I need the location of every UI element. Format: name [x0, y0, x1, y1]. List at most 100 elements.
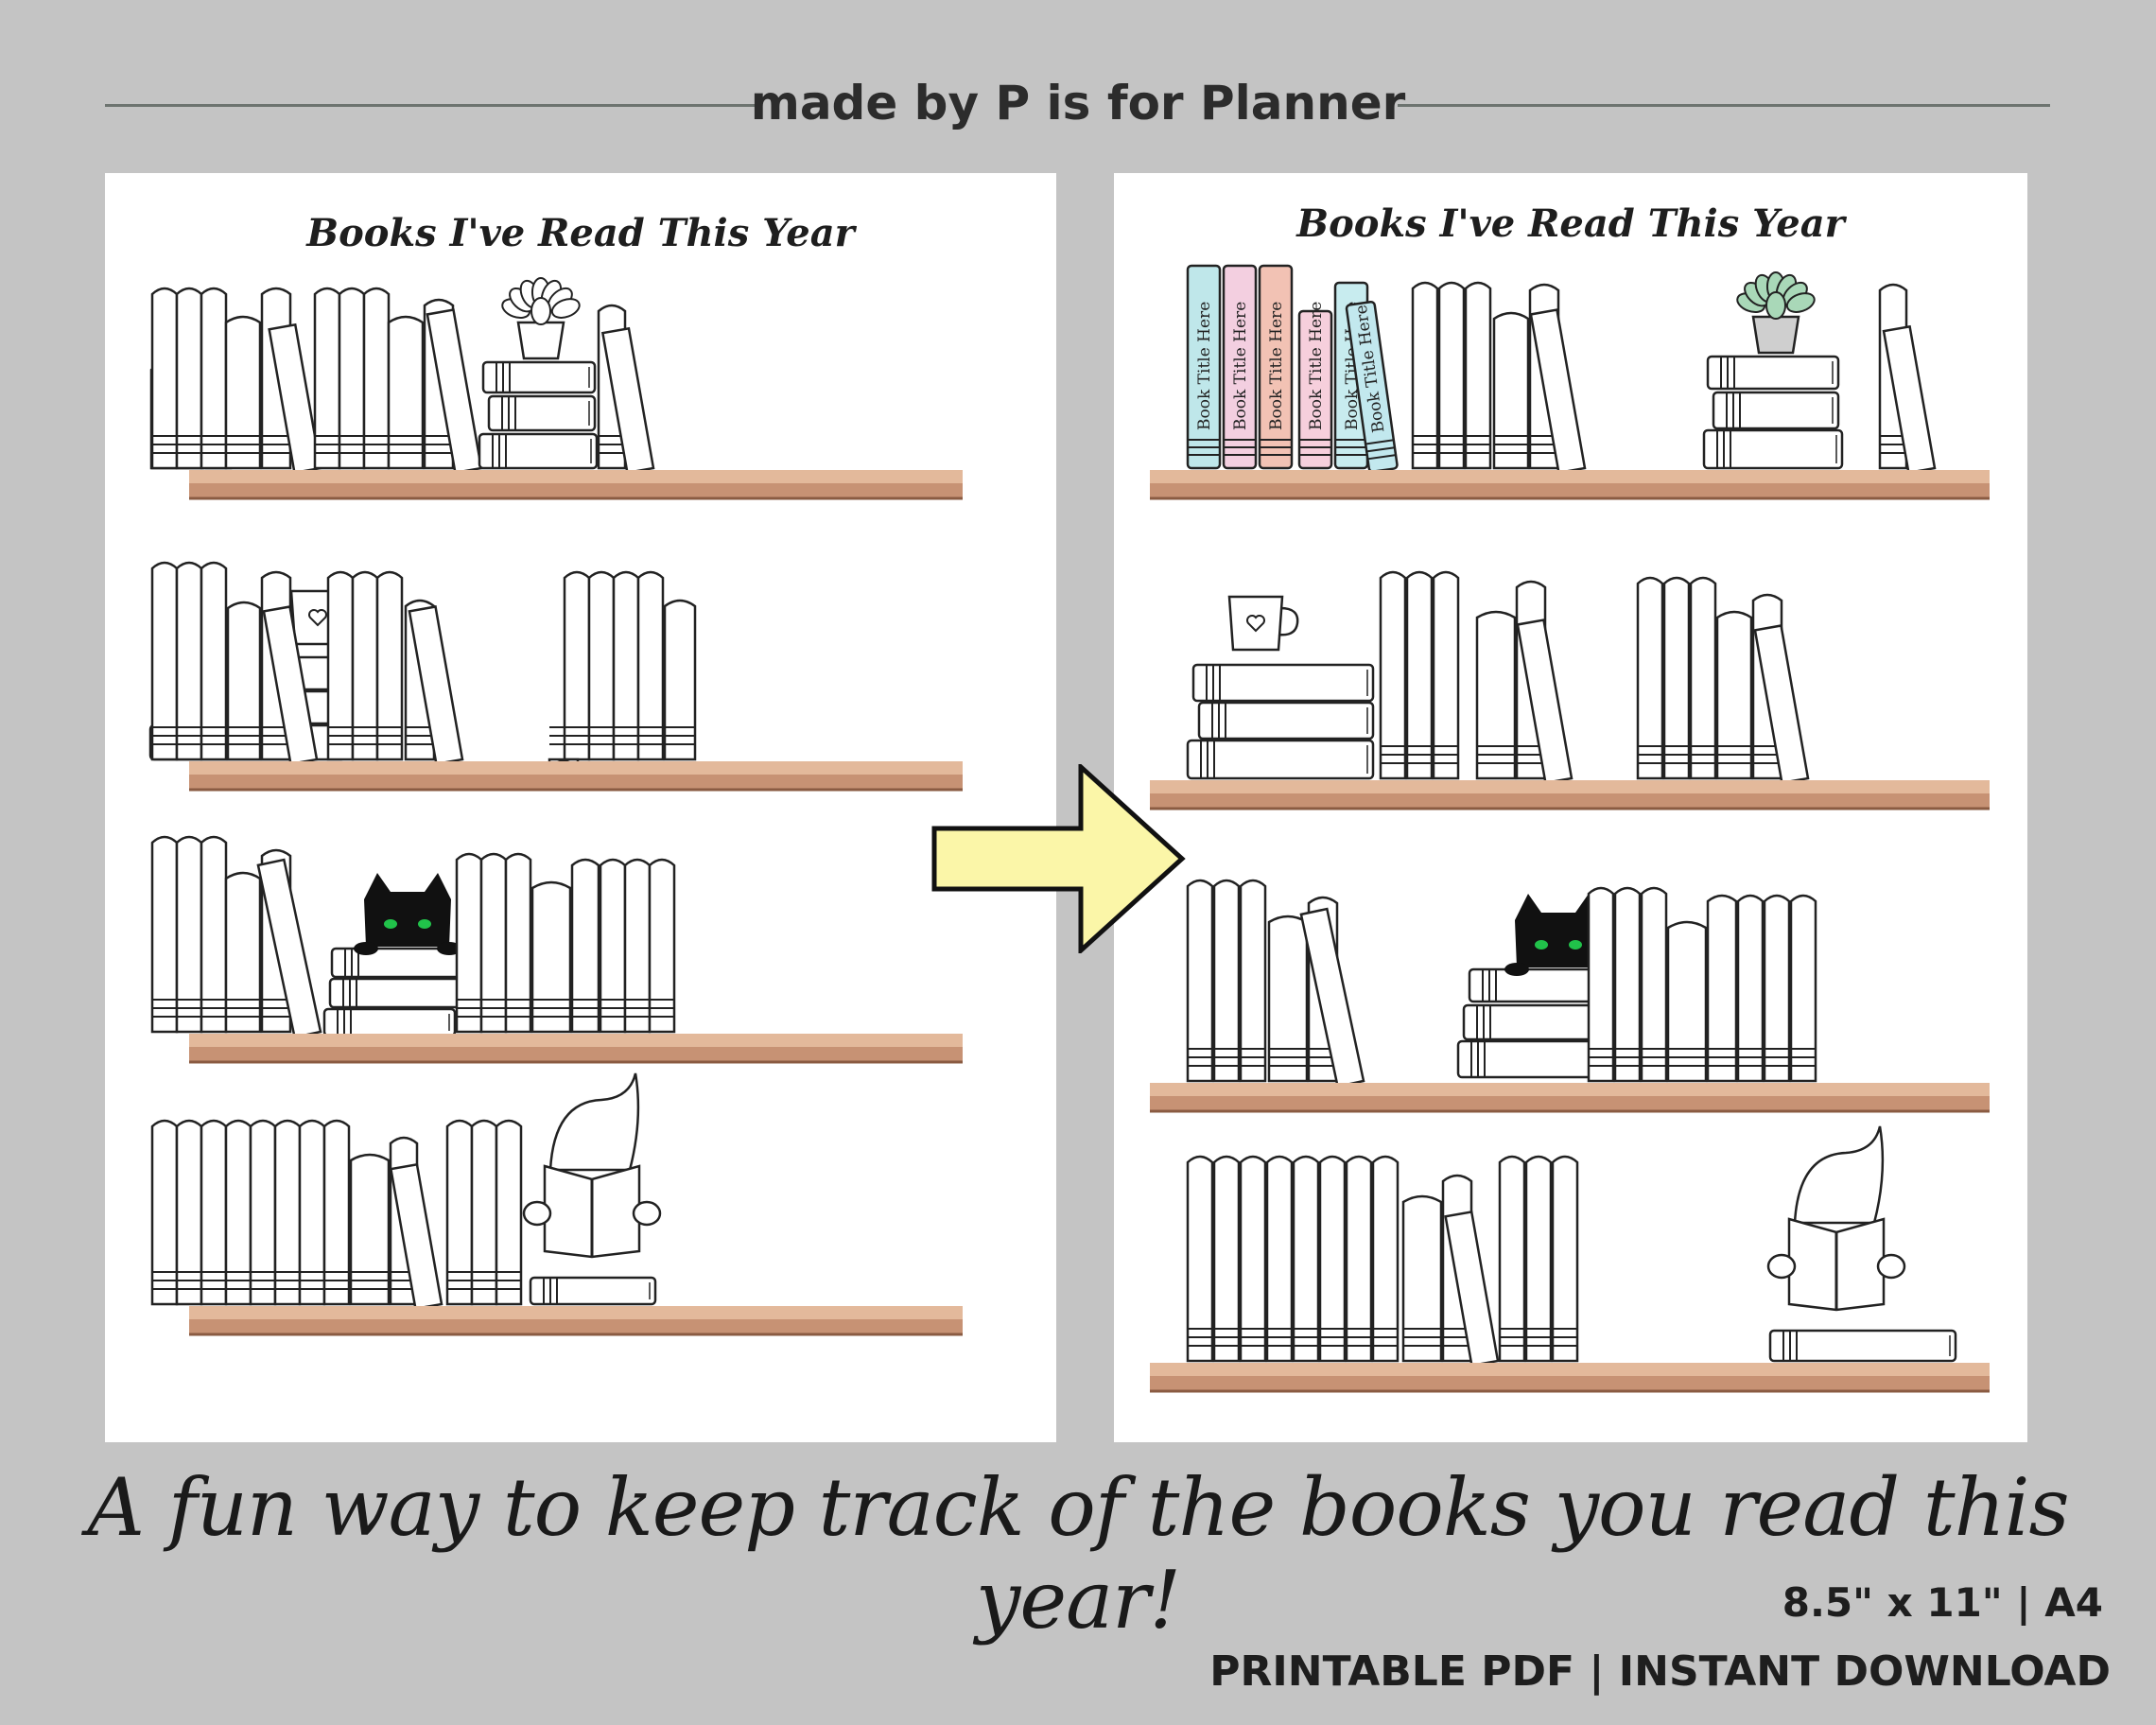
book-spine [150, 1119, 179, 1306]
book-spine [326, 570, 355, 761]
stacked-book [328, 977, 468, 1009]
wood-shelf [189, 1306, 963, 1336]
book-spine [1318, 1155, 1347, 1363]
book-spine [570, 858, 600, 1034]
wood-shelf [1150, 1083, 1990, 1113]
stacked-book [529, 1276, 657, 1306]
wood-shelf [189, 470, 963, 500]
book-spine [175, 561, 203, 761]
book-spine [249, 1119, 277, 1306]
book-spine [175, 835, 203, 1034]
book-spine [1736, 894, 1765, 1083]
book-spine [1292, 1155, 1320, 1363]
stacked-book [1191, 663, 1375, 703]
book-spine [1587, 886, 1615, 1083]
book-spine [1401, 1194, 1443, 1363]
book-spine [150, 835, 179, 1034]
stacked-book [1462, 1003, 1613, 1041]
book-spine [599, 858, 627, 1034]
book-spine [1265, 1155, 1294, 1363]
book-spine [1345, 1155, 1373, 1363]
colored-book-spine: Book Title Here [1222, 264, 1258, 470]
book-spine [1212, 1155, 1241, 1363]
book-spine [1662, 576, 1691, 780]
book-spine [1763, 894, 1791, 1083]
right-arrow-icon [931, 764, 1186, 953]
succulent-icon [1736, 271, 1816, 355]
right-planner-sheet: Book Title Here Book Title Here Book Title… [1114, 173, 2027, 1442]
stacked-book [1712, 391, 1840, 430]
stacked-book [478, 432, 599, 470]
book-spine [1789, 894, 1817, 1083]
book-spine [313, 287, 341, 470]
stacked-book [481, 360, 597, 394]
stacked-book [1456, 1039, 1602, 1079]
book-spine [1498, 1155, 1526, 1363]
book-spine [150, 287, 179, 470]
book-spine [1186, 879, 1214, 1083]
wood-shelf [189, 1034, 963, 1064]
book-spine-text: Book Title Here [1231, 302, 1250, 430]
book-spine [175, 287, 203, 470]
book-spine [563, 570, 591, 761]
book-spine [636, 570, 665, 761]
book-spine [648, 858, 676, 1034]
right-bookshelf-illustration: Book Title Here Book Title Here Book Title… [1150, 264, 1990, 1393]
book-spine [1706, 894, 1738, 1083]
book-spine [495, 1119, 523, 1306]
stacked-book [322, 1007, 457, 1037]
book-spine [455, 852, 483, 1034]
book-spine-text: Book Title Here [1307, 302, 1326, 430]
header-rule-left [105, 104, 757, 107]
left-sheet-title: Books I've Read This Year [306, 211, 855, 255]
book-spine [338, 287, 366, 470]
book-spine [1613, 886, 1642, 1083]
book-spine [1267, 915, 1309, 1083]
right-sheet-title: Books I've Read This Year [1296, 201, 1845, 246]
book-spine [1186, 1155, 1214, 1363]
brand-header: made by P is for Planner [750, 76, 1406, 131]
book-spine [663, 599, 697, 761]
book-spine [587, 570, 616, 761]
format-spec: PRINTABLE PDF | INSTANT DOWNLOAD [1209, 1647, 2111, 1696]
book-spine-text: Book Title Here [1195, 302, 1214, 430]
book-spine [1212, 879, 1241, 1083]
stacked-book [1468, 967, 1604, 1003]
book-spine [1239, 879, 1267, 1083]
book-spine [226, 601, 262, 761]
book-spine [1379, 570, 1407, 780]
wood-shelf [189, 761, 963, 792]
stacked-book [487, 394, 597, 432]
stacked-book [1197, 701, 1375, 741]
coffee-mug-icon [1227, 595, 1299, 652]
colored-book-spine: Book Title Here [1258, 264, 1294, 470]
book-spine [1636, 576, 1664, 780]
book-spine [1405, 570, 1434, 780]
book-spine [1689, 576, 1717, 780]
book-spine [200, 287, 228, 470]
book-spine [1432, 570, 1460, 780]
book-spine [504, 852, 532, 1034]
book-spine [322, 1119, 351, 1306]
book-spine [1524, 1155, 1553, 1363]
book-spine [1640, 886, 1668, 1083]
book-spine [150, 561, 179, 761]
book-spine [612, 570, 640, 761]
book-spine [200, 561, 228, 761]
book-spine [1666, 920, 1708, 1083]
book-spine [623, 858, 652, 1034]
colored-book-spine: Book Title Here [1297, 302, 1333, 470]
book-spine [1551, 1155, 1579, 1363]
book-spine [1464, 281, 1492, 470]
wood-shelf [1150, 1363, 1990, 1393]
book-spine [1411, 281, 1439, 470]
stacked-book [1706, 355, 1840, 391]
book-spine [224, 871, 262, 1034]
book-spine [479, 852, 508, 1034]
book-spine [175, 1119, 203, 1306]
left-bookshelf-illustration [148, 277, 963, 1336]
book-spine [445, 1119, 474, 1306]
book-spine [375, 570, 404, 761]
reading-gnome-icon [522, 1072, 662, 1259]
book-spine [530, 880, 572, 1034]
